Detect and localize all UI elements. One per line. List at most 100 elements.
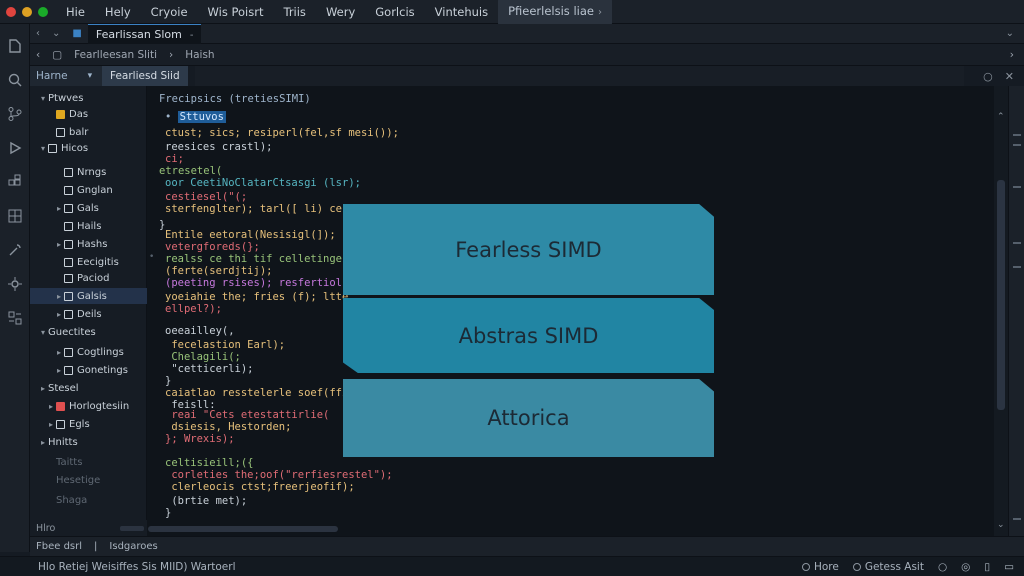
sidebar-scrollbar[interactable]	[120, 526, 144, 531]
tree-item[interactable]: Gnglan	[30, 182, 147, 198]
tree-item-label: Galsis	[77, 290, 107, 302]
extensions-icon[interactable]	[7, 174, 23, 190]
chevron-up-icon[interactable]: ⌃	[997, 112, 1005, 122]
tree-item[interactable]: ▾Hicos	[30, 140, 147, 156]
tree-item[interactable]: ▸ Galsis	[30, 288, 147, 304]
file-icon	[56, 127, 65, 137]
chevron-down-icon[interactable]: ▾	[87, 71, 93, 81]
tree-item-label: Hnitts	[48, 436, 78, 448]
tree-item[interactable]: ▸Egls	[30, 416, 147, 432]
minimize-window-button[interactable]	[22, 6, 32, 17]
tree-item-label: Hesetige	[56, 474, 101, 486]
chevron-down-icon[interactable]: ▾	[40, 327, 45, 337]
layout-icon[interactable]: ▯	[984, 560, 991, 573]
file-icon	[64, 347, 73, 357]
nav-forward-icon[interactable]: ⌄	[52, 28, 61, 39]
tree-item-label: Taitts	[56, 456, 83, 468]
chevron-right-icon[interactable]: ▸	[56, 347, 61, 357]
tree-item[interactable]: Eecigitis	[30, 254, 147, 270]
debug-icon[interactable]	[7, 140, 23, 156]
horizontal-scrollbar[interactable]	[148, 526, 338, 532]
code-line: celtisieill;({	[165, 457, 254, 469]
tree-item[interactable]: Hails	[30, 218, 147, 234]
editor-tab-strip	[195, 66, 964, 86]
panel-middle-label: Abstras SIMD	[458, 323, 599, 348]
breadcrumb-left[interactable]: Fearlleesan Sliti	[74, 48, 157, 61]
tree-item[interactable]: Paciod	[30, 270, 147, 286]
tab-fearless-slom[interactable]: Fearlissan Slom-	[87, 23, 202, 44]
menu-item[interactable]: Vintehuis	[434, 4, 489, 19]
code-line: Chelagili(;	[165, 351, 241, 363]
close-tab-icon[interactable]: -	[189, 29, 194, 41]
menu-item[interactable]: Cryoie	[150, 4, 188, 19]
tree-item[interactable]: Nrngs	[30, 164, 147, 180]
close-icon[interactable]: ✕	[1004, 69, 1014, 83]
back-icon[interactable]: ‹	[36, 48, 41, 61]
chevron-right-icon[interactable]: ▸	[56, 291, 61, 301]
tree-item[interactable]: ▸Horlogtesiin	[30, 398, 147, 414]
menu-item[interactable]: Hie	[66, 4, 85, 19]
sidebar-footer: Hlro	[30, 520, 147, 536]
layout-icon[interactable]	[7, 310, 23, 326]
tree-item[interactable]: ▸Hnitts	[30, 434, 147, 450]
chevron-right-icon[interactable]: ›	[1009, 48, 1014, 61]
code-line: dsiesis, Hestorden;	[165, 421, 292, 433]
tree-item[interactable]: Hesetige	[30, 472, 147, 488]
chevron-right-icon[interactable]: ▸	[48, 419, 53, 429]
search-icon[interactable]: ○	[983, 69, 993, 83]
tree-item[interactable]: ▸Cogtlings	[30, 344, 147, 360]
status-right[interactable]: Isdgaroes	[109, 541, 158, 552]
tree-item[interactable]: balr	[30, 124, 147, 140]
grid-icon[interactable]	[7, 208, 23, 224]
chevron-down-icon[interactable]: ▾	[40, 93, 45, 103]
tools-icon[interactable]	[7, 242, 23, 258]
bell-icon[interactable]: ○	[937, 560, 948, 573]
maximize-window-button[interactable]	[38, 6, 48, 17]
chevron-right-icon[interactable]: ▸	[40, 437, 45, 447]
code-line: vetergforeds(};	[165, 241, 260, 253]
menu-item[interactable]: Gorlcis	[375, 4, 415, 19]
settings-icon[interactable]	[7, 276, 23, 292]
chevron-right-icon[interactable]: ▸	[40, 383, 45, 393]
chevron-right-icon[interactable]: ▸	[56, 203, 61, 213]
tree-item-label: Shaga	[56, 494, 88, 506]
tab-overflow-icon[interactable]: ⌄	[1005, 28, 1014, 39]
explorer-icon[interactable]	[7, 38, 23, 54]
chevron-right-icon[interactable]: ▸	[56, 365, 61, 375]
editor-tab-active[interactable]: Fearliesd Siid	[102, 66, 188, 86]
chevron-down-icon[interactable]: ▾	[40, 143, 45, 153]
code-selection[interactable]: Sttuvos	[177, 111, 226, 123]
status-getess[interactable]: Getess Asit	[852, 561, 924, 573]
nav-back-icon[interactable]: ‹	[36, 28, 40, 39]
close-window-button[interactable]	[6, 6, 16, 17]
chevron-right-icon[interactable]: ▸	[48, 401, 53, 411]
breadcrumb-right[interactable]: Haish	[185, 48, 215, 61]
tree-item[interactable]: ▾Guectites	[30, 324, 147, 340]
vertical-scrollbar-thumb[interactable]	[997, 180, 1005, 410]
menu-item-active[interactable]: Pfieerlelsis liae›	[498, 0, 612, 25]
tree-item[interactable]: ▾Ptwves	[30, 90, 147, 106]
chevron-right-icon[interactable]: ▸	[56, 239, 61, 249]
tree-item[interactable]: Das	[30, 106, 147, 122]
tree-item[interactable]: ▸Gals	[30, 200, 147, 216]
menu-item[interactable]: Triis	[283, 4, 306, 19]
tree-item[interactable]: Shaga	[30, 492, 147, 508]
tree-item[interactable]: ▸Stesel	[30, 380, 147, 396]
menu-item[interactable]: Wery	[325, 4, 356, 19]
accounts-icon[interactable]: ▭	[1004, 560, 1014, 573]
status-left[interactable]: Fbee dsrl	[36, 541, 83, 552]
menu-item[interactable]: Wis Poisrt	[207, 4, 264, 19]
source-control-icon[interactable]	[7, 106, 23, 122]
tree-item[interactable]: Taitts	[30, 454, 147, 470]
chevron-down-icon[interactable]: ⌄	[997, 520, 1005, 530]
tree-item[interactable]: ▸Deils	[30, 306, 147, 322]
menu-item[interactable]: Hely	[104, 4, 131, 19]
status-home[interactable]: Hore	[801, 561, 839, 573]
search-icon[interactable]	[7, 72, 23, 88]
chevron-right-icon[interactable]: ▸	[56, 309, 61, 319]
tree-item[interactable]: ▸Hashs	[30, 236, 147, 252]
code-line: }; Wrexis);	[165, 433, 235, 445]
feedback-icon[interactable]: ◎	[961, 560, 971, 573]
tree-item[interactable]: ▸Gonetings	[30, 362, 147, 378]
